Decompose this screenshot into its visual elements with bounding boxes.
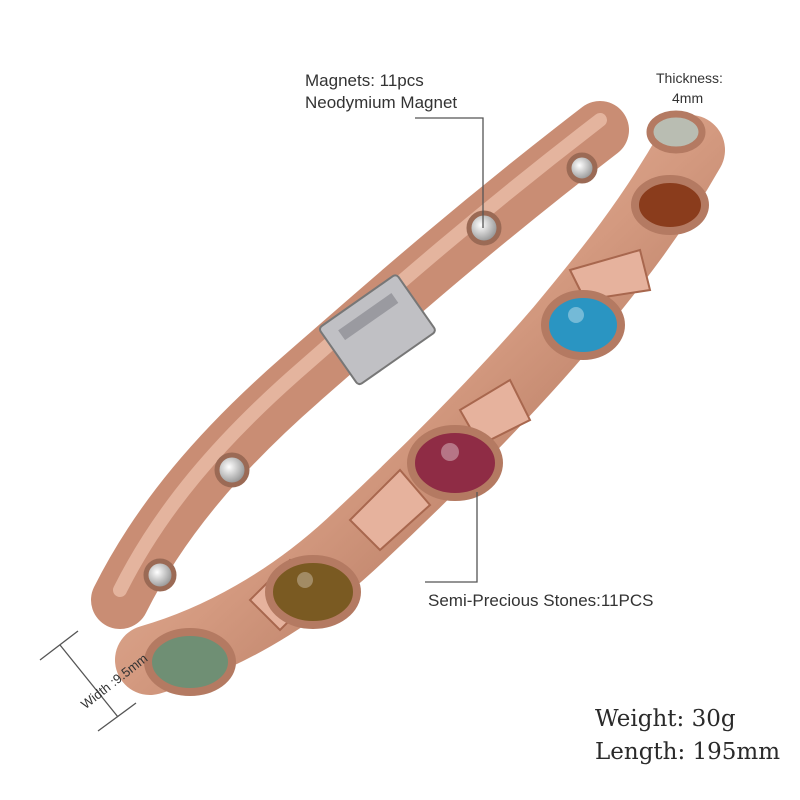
stone-aventurine [144, 628, 236, 696]
magnet [214, 452, 250, 488]
stone-turquoise [541, 290, 625, 360]
magnet [143, 558, 177, 592]
length-text: Length: 195mm [595, 739, 781, 765]
thickness-value: 4mm [672, 90, 704, 106]
weight-text: Weight: 30g [595, 706, 736, 732]
clasp [318, 274, 436, 386]
magnets-callout-line [415, 117, 484, 228]
stone-goldstone [631, 175, 709, 235]
stone-moonstone [646, 110, 706, 154]
callout-lines [415, 117, 484, 583]
magnet [466, 210, 502, 246]
stone-tiger-eye [265, 555, 361, 629]
magnet [566, 152, 598, 184]
stone-ruby [407, 425, 503, 501]
front-chain [115, 110, 725, 696]
thickness-label: Thickness: [656, 70, 723, 86]
magnet-type-text: Neodymium Magnet [305, 93, 458, 112]
magnets-count-text: Magnets: 11pcs [305, 71, 424, 90]
back-chain [91, 101, 629, 629]
back-chain-highlight [113, 113, 607, 597]
specs-block: Weight: 30g Length: 195mm [595, 703, 780, 769]
stones-callout-line [425, 492, 478, 583]
width-dimension-marker [39, 630, 137, 732]
thickness-callout: Thickness: 4mm [656, 68, 723, 108]
magnets-callout: Magnets: 11pcs Neodymium Magnet [305, 70, 457, 114]
stones-callout: Semi-Precious Stones:11PCS [428, 591, 654, 610]
